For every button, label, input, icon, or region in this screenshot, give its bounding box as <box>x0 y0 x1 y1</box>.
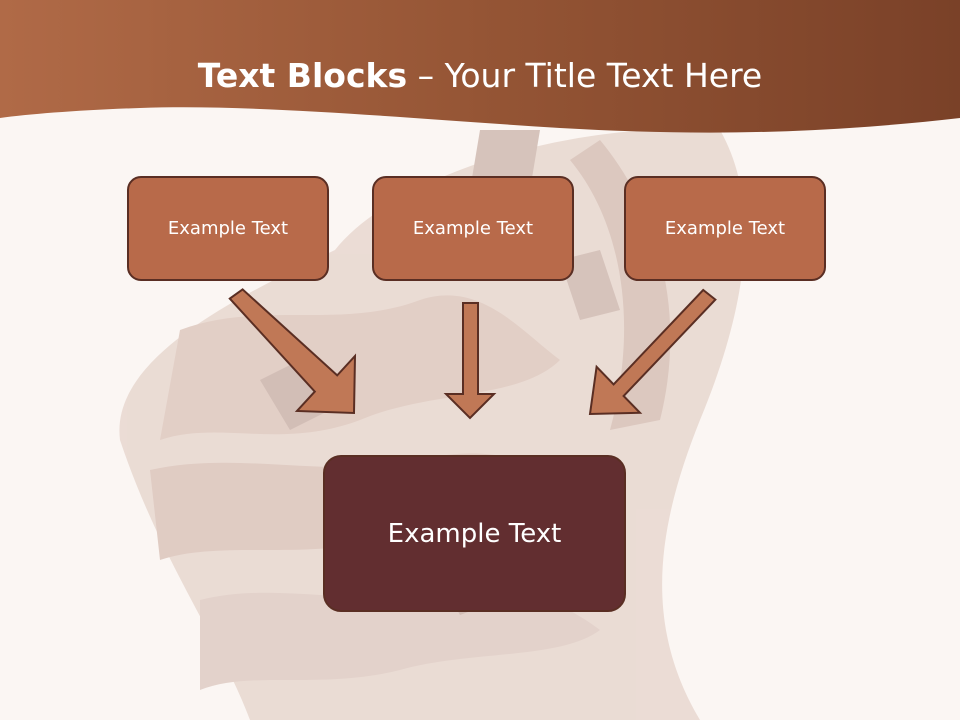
slide-title: Text Blocks – Your Title Text Here <box>0 54 960 98</box>
title-bold-part: Text Blocks <box>197 56 408 95</box>
text-block-3-label: Example Text <box>664 218 786 239</box>
arrow-center <box>443 302 497 420</box>
text-block-2[interactable]: Example Text <box>372 176 574 281</box>
title-dash: – <box>417 56 435 95</box>
text-block-3[interactable]: Example Text <box>624 176 826 281</box>
text-block-1-label: Example Text <box>167 218 289 239</box>
title-rest-part: Your Title Text Here <box>444 56 763 95</box>
target-text-block-label: Example Text <box>387 518 562 549</box>
title-banner <box>0 0 960 133</box>
arrow-right <box>588 288 717 416</box>
target-text-block[interactable]: Example Text <box>323 455 626 612</box>
text-block-2-label: Example Text <box>412 218 534 239</box>
text-block-1[interactable]: Example Text <box>127 176 329 281</box>
arrow-left <box>228 288 357 415</box>
